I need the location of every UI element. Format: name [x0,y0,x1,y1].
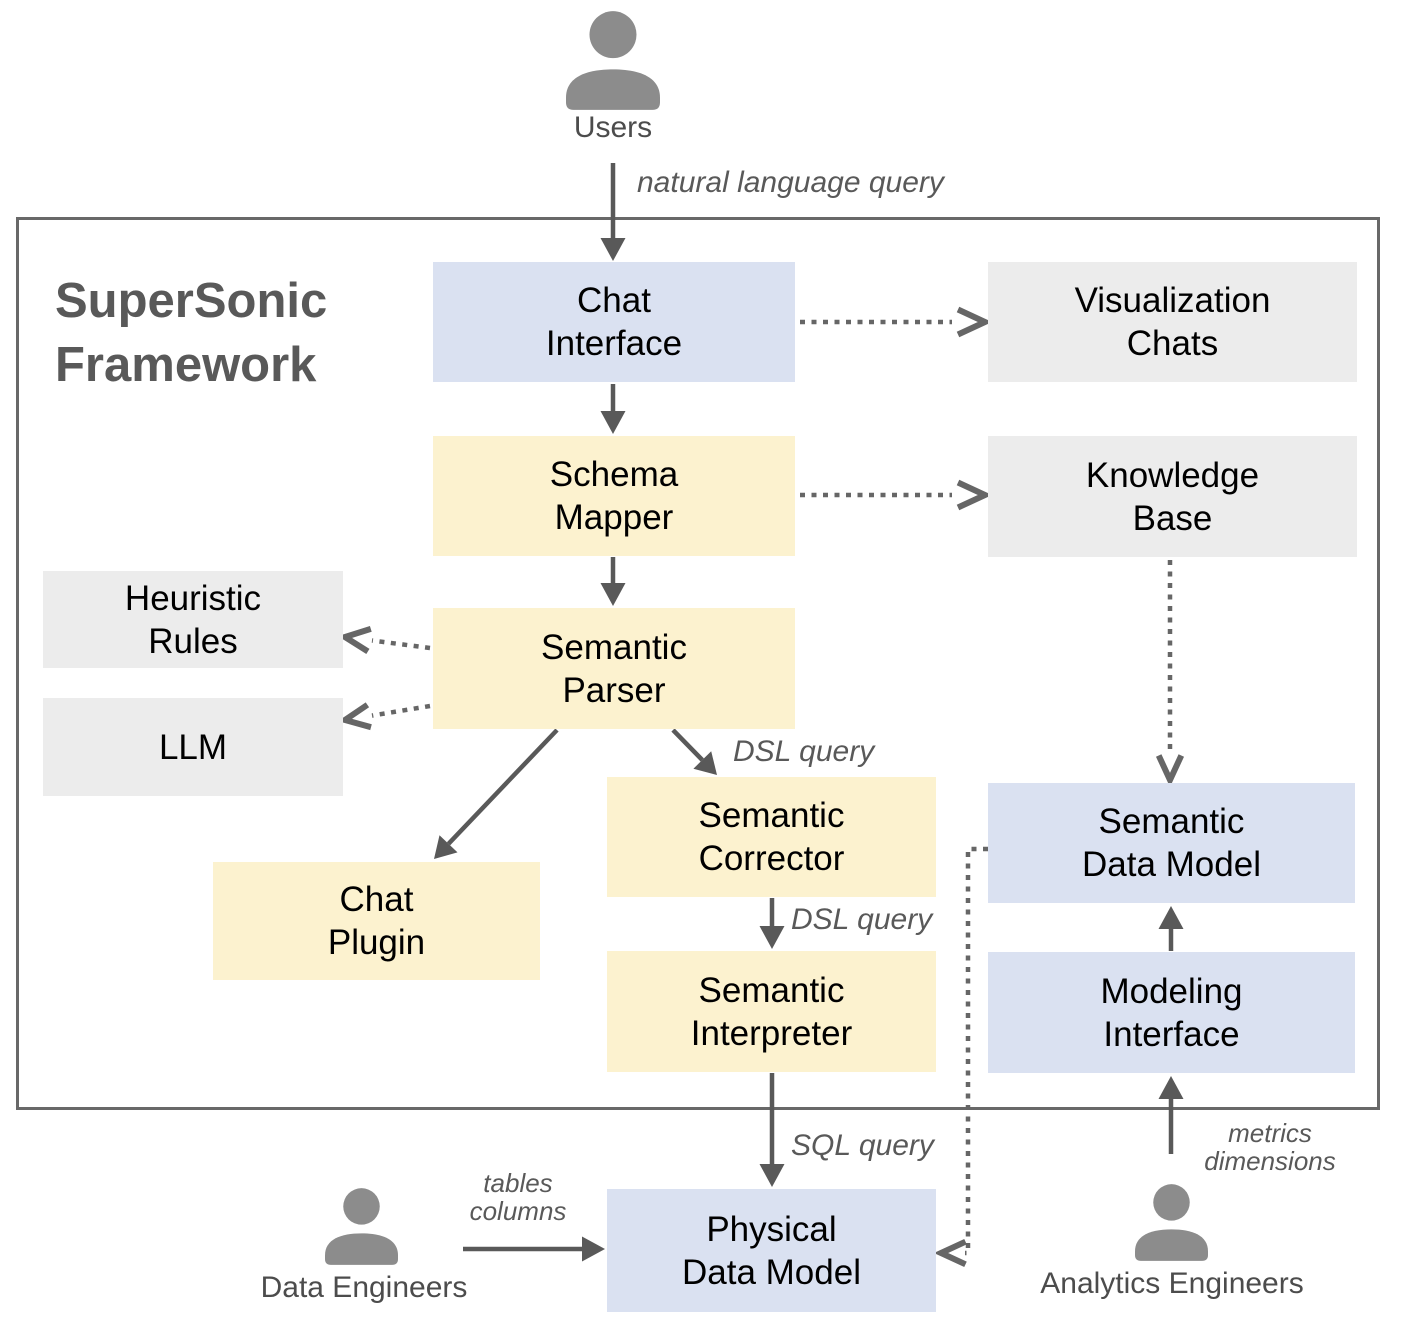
solid-arrowheads [434,238,1184,1262]
node-semantic-data-model: Semantic Data Model [988,783,1355,903]
arrowhead-chat-interface-to-schema-mapper [600,411,626,434]
node-heuristic-rules: Heuristic Rules [43,571,343,668]
arrowhead-semantic-parser-to-chat-plugin [434,835,458,859]
arrowhead-chat-interface-to-visualization-chats [956,306,993,338]
node-llm: LLM [43,698,343,796]
arrowhead-schema-mapper-to-knowledge-base [956,479,993,511]
analytics-engineers-label: Analytics Engineers [1040,1267,1304,1300]
analytics-engineers-icon [1135,1184,1208,1261]
framework-frame [16,217,1380,1110]
node-semantic-corrector: Semantic Corrector [607,777,936,897]
node-schema-mapper: Schema Mapper [433,436,795,556]
arrowhead-data-engineers-to-physical-data-model [582,1236,605,1262]
label-sql-query: SQL query [791,1129,934,1162]
arrowhead-modeling-interface-to-semantic-data-model [1158,906,1184,929]
arrowhead-semantic-corrector-to-semantic-interpreter [759,926,785,949]
data-engineers-label: Data Engineers [260,1271,468,1304]
dotted-edges [371,319,1173,1256]
arrowhead-semantic-parser-to-llm [337,702,372,731]
arrowhead-semantic-parser-to-heuristic-rules [337,626,372,654]
node-visualization-chats: Visualization Chats [988,262,1357,382]
arrowhead-semantic-data-model-to-physical-data-model [933,1238,967,1268]
data-engineers-icon [325,1188,398,1265]
edge-semantic-parser-to-chat-plugin [446,728,559,846]
label-metrics-dimensions: metrics dimensions [1204,1118,1336,1176]
node-chat-plugin: Chat Plugin [213,862,540,980]
arrowhead-schema-mapper-to-semantic-parser [600,583,626,606]
arrowhead-users-to-chat-interface [600,238,626,261]
arrowhead-semantic-parser-to-semantic-corrector [693,751,717,775]
edge-semantic-parser-to-llm [371,703,431,718]
arrowhead-analytics-engineers-to-modeling-interface [1158,1076,1184,1099]
solid-edges [446,163,1174,1252]
arrowhead-knowledge-base-to-semantic-data-model [1155,754,1185,788]
dotted-arrowheads [337,306,1185,1268]
label-dsl-query-1: DSL query [733,735,875,768]
label-tables-columns: tables columns [469,1168,567,1226]
edge-semantic-data-model-to-physical-data-model [965,846,988,1256]
node-physical-data-model: Physical Data Model [607,1189,936,1312]
users-label: Users [573,111,653,144]
edge-semantic-parser-to-semantic-corrector [671,728,704,762]
node-knowledge-base: Knowledge Base [988,436,1357,557]
users-icon [566,11,660,110]
label-dsl-query-2: DSL query [791,903,933,936]
edge-semantic-parser-to-heuristic-rules [371,638,431,651]
node-chat-interface: Chat Interface [433,262,795,382]
arrowhead-semantic-interpreter-to-physical-data-model [759,1164,785,1187]
node-modeling-interface: Modeling Interface [988,952,1355,1073]
node-semantic-parser: Semantic Parser [433,608,795,729]
node-semantic-interpreter: Semantic Interpreter [607,951,936,1072]
framework-title: SuperSonic Framework [55,274,328,392]
label-natural-language-query: natural language query [637,166,944,199]
